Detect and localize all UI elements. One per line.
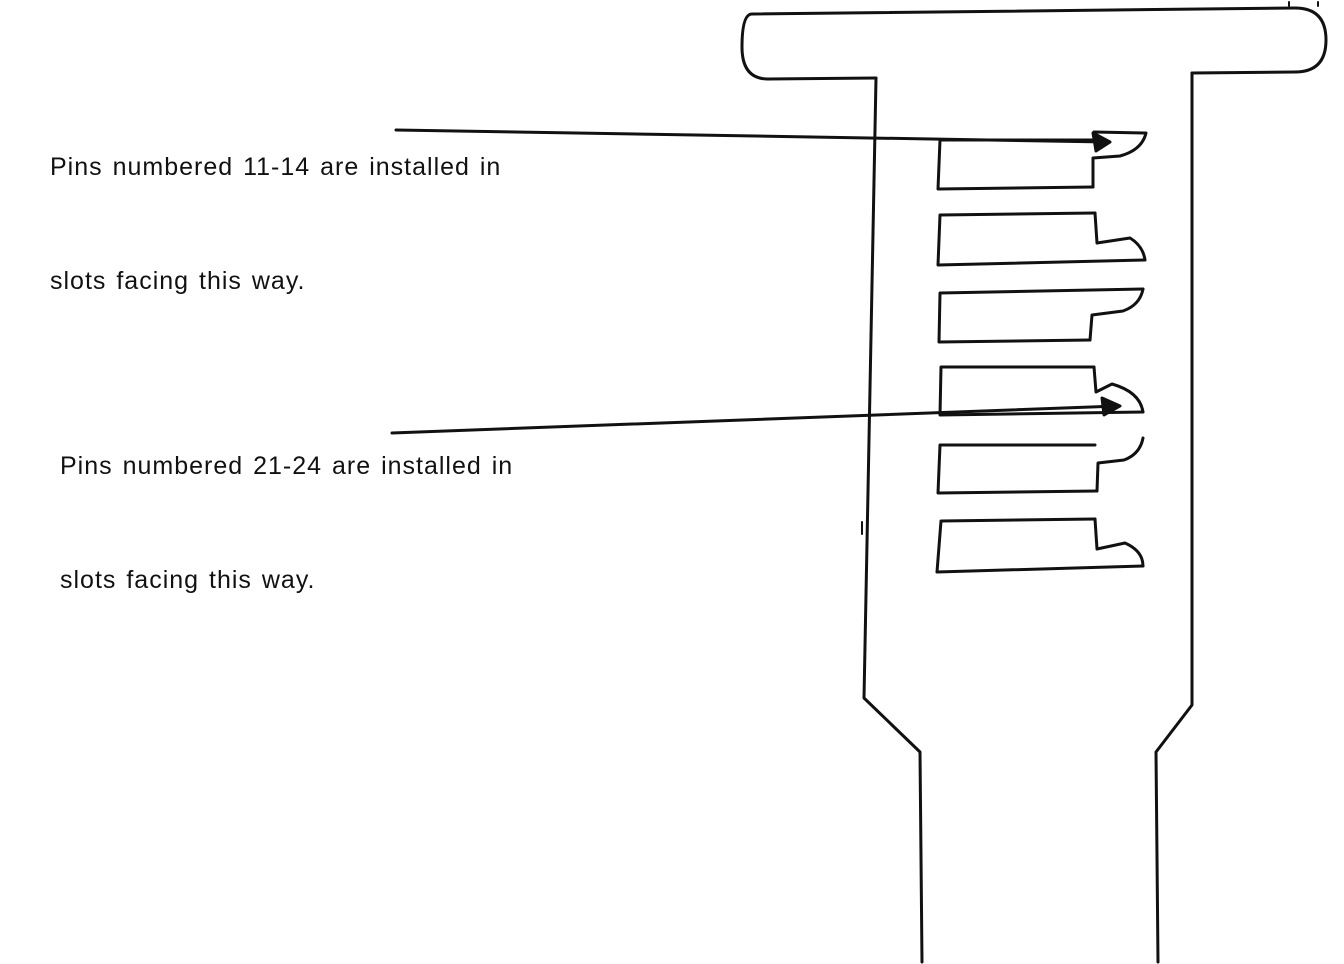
arrowhead-pins-11-14 (1091, 131, 1112, 153)
pin-slot-5 (936, 436, 1145, 495)
connector-head (740, 6, 1328, 81)
callout-pins-11-14-line1: Pins numbered 11-14 are installed in (50, 153, 502, 181)
callout-pins-11-14-line2: slots facing this way. (50, 267, 306, 295)
pin-slot-6 (935, 517, 1145, 574)
pin-slot-4 (938, 365, 1145, 417)
connector-body-right-edge (1154, 71, 1194, 964)
leader-line-pins-21-24 (390, 396, 1122, 435)
callout-pins-21-24: Pins numbered 21-24 are installed in slo… (60, 371, 513, 637)
pin-slot-2 (936, 211, 1147, 267)
pin-slot-3 (937, 287, 1145, 344)
callout-pins-21-24-line2: slots facing this way. (60, 566, 316, 594)
callout-pins-21-24-line1: Pins numbered 21-24 are installed in (60, 452, 514, 480)
connector-body-left-edge (862, 76, 924, 964)
leader-line-pins-11-14 (394, 128, 1112, 153)
arrowhead-pins-21-24 (1100, 396, 1122, 417)
callout-pins-11-14: Pins numbered 11-14 are installed in slo… (50, 72, 501, 338)
